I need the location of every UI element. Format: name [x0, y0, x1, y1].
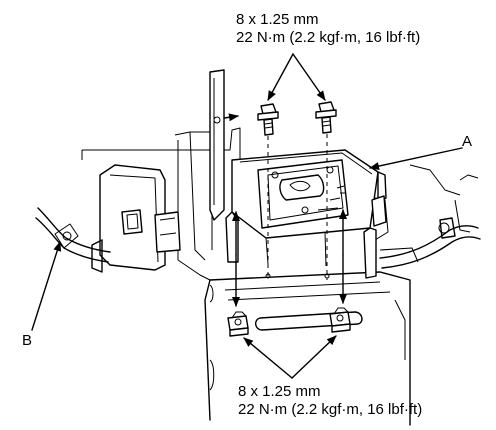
top-bolt-right	[315, 101, 337, 134]
wire-harness	[35, 207, 111, 273]
top-bolt-leaders	[267, 53, 326, 101]
top-bolt-alignment-lines	[265, 134, 330, 280]
torque-spec-bottom-size: 8 x 1.25 mm	[238, 383, 321, 400]
torque-spec-top-torque: 22 N·m (2.2 kgf·m, 16 lbf·ft)	[236, 29, 420, 46]
bottom-bolt-right	[329, 307, 351, 333]
top-bolt-left	[257, 103, 279, 136]
callout-a: A	[369, 133, 472, 170]
torque-spec-bottom-torque: 22 N·m (2.2 kgf·m, 16 lbf·ft)	[238, 401, 422, 418]
bottom-bolt-leaders	[243, 335, 337, 379]
callout-a-label: A	[462, 133, 472, 150]
bottom-bolt-alignment-lines	[232, 209, 347, 307]
battery-tray-bracket	[225, 149, 387, 279]
callout-b-label: B	[22, 332, 32, 349]
right-wire-harness	[379, 217, 481, 269]
callout-b: B	[22, 241, 62, 349]
torque-spec-top-size: 8 x 1.25 mm	[236, 11, 319, 28]
vertical-mounting-plate	[209, 69, 239, 221]
bottom-bolt-left	[227, 311, 249, 337]
electrical-connector-module	[99, 164, 181, 271]
